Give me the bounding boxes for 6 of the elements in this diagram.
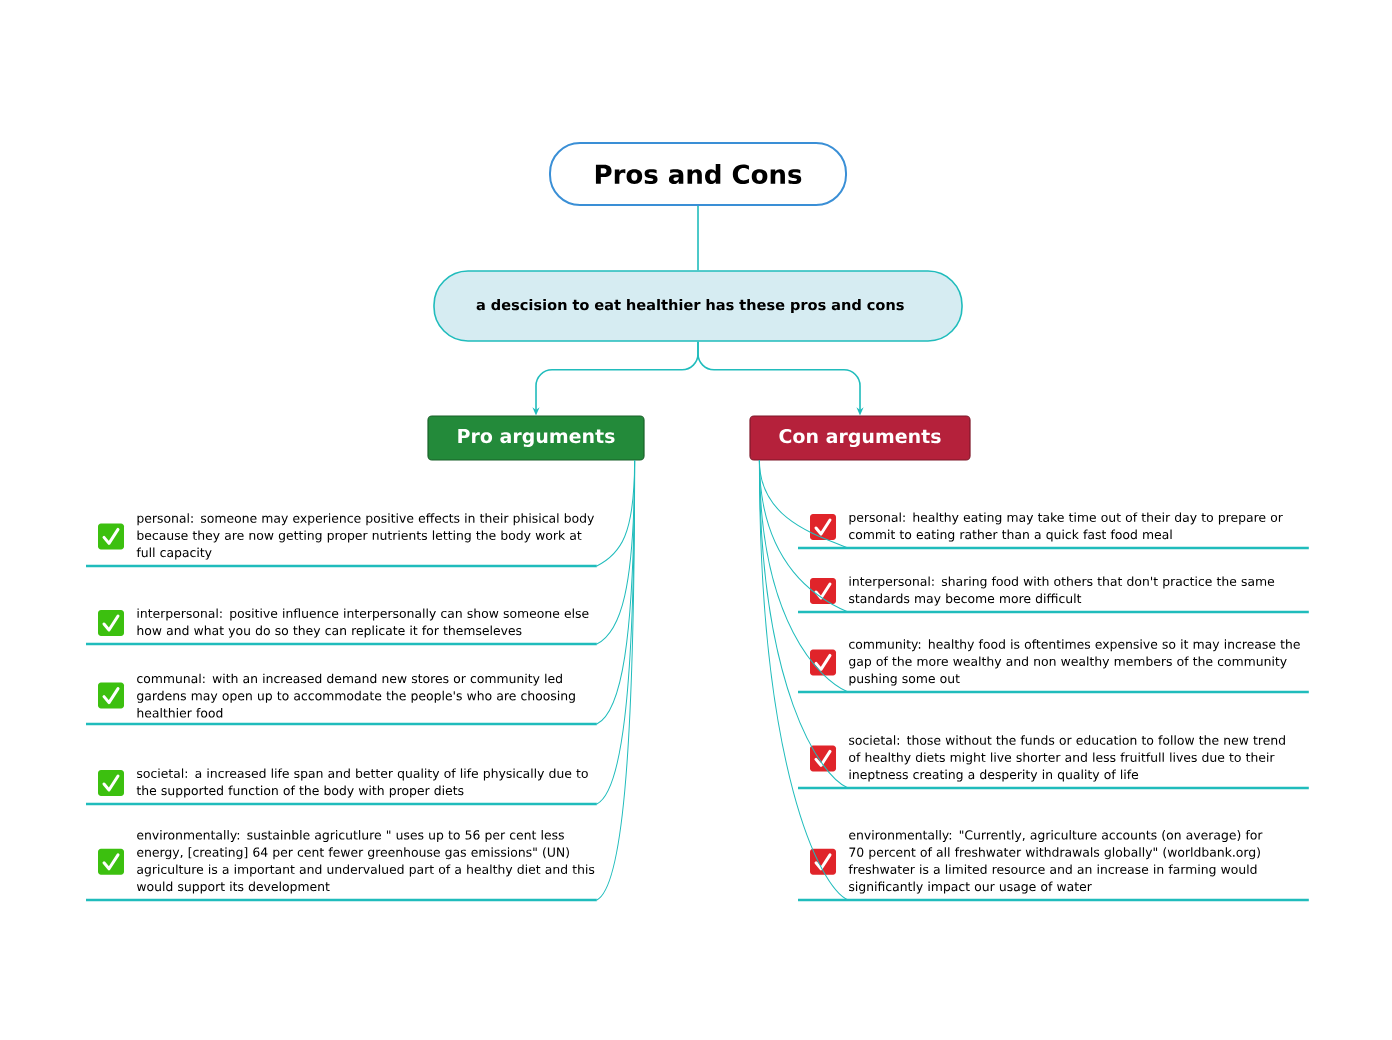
- connector: [697, 205, 699, 271]
- connector: [758, 460, 849, 901]
- title-box: Pros and Cons: [549, 142, 847, 206]
- branch-box: Pro arguments: [427, 415, 645, 461]
- connector: [596, 460, 636, 901]
- branch-box: Con arguments: [749, 415, 971, 461]
